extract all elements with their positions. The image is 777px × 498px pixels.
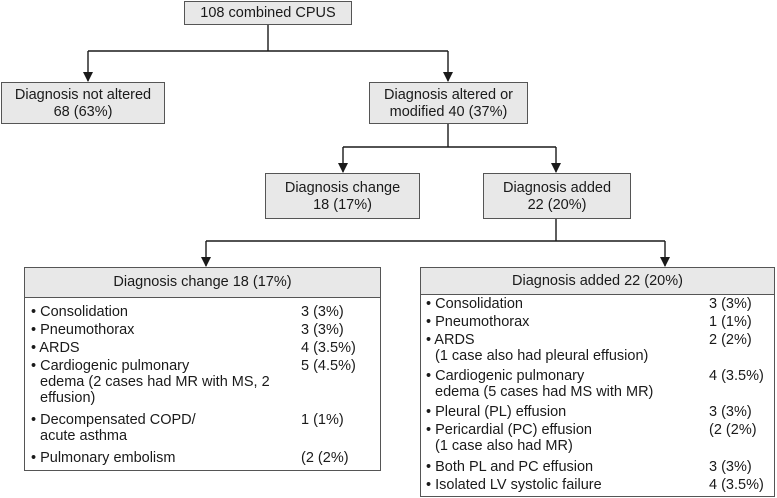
list-item: • Pneumothorax <box>426 314 530 330</box>
panel-diagnosis-change: Diagnosis change 18 (17%) • Consolidatio… <box>24 267 381 471</box>
item-value: (2 (2%) <box>301 450 349 466</box>
list-item: • Consolidation <box>426 296 523 312</box>
node-root: 108 combined CPUS <box>184 1 352 25</box>
list-item: • Pneumothorax <box>31 322 135 338</box>
item-value: 4 (3.5%) <box>301 340 356 356</box>
list-item: • Cardiogenic pulmonary edema (5 cases h… <box>426 368 654 400</box>
item-value: 1 (1%) <box>709 314 752 330</box>
list-item: • Pleural (PL) effusion <box>426 404 567 420</box>
list-item: • ARDS (1 case also had pleural effusion… <box>426 332 649 364</box>
node-added-line1: Diagnosis added <box>502 180 612 196</box>
item-value: 3 (3%) <box>301 322 344 338</box>
list-item: • Pulmonary embolism <box>31 450 176 466</box>
list-item: • Isolated LV systolic failure <box>426 477 602 493</box>
node-change-line1: Diagnosis change <box>284 180 401 196</box>
list-item: • Consolidation <box>31 304 128 320</box>
list-item: • Cardiogenic pulmonary edema (2 cases h… <box>31 358 270 406</box>
list-item: • Pericardial (PC) effusion (1 case also… <box>426 422 592 454</box>
list-item: • ARDS <box>31 340 80 356</box>
node-altered-line1: Diagnosis altered or <box>384 87 513 103</box>
item-value: 4 (3.5%) <box>709 477 764 493</box>
node-altered-line2: modified 40 (37%) <box>389 104 508 120</box>
list-item: • Decompensated COPD/ acute asthma <box>31 412 196 444</box>
node-altered: Diagnosis altered or modified 40 (37%) <box>369 82 528 124</box>
node-added: Diagnosis added 22 (20%) <box>483 173 631 219</box>
node-not-altered-line1: Diagnosis not altered <box>14 87 152 103</box>
panel-diagnosis-added-title: Diagnosis added 22 (20%) <box>421 268 774 295</box>
node-added-line2: 22 (20%) <box>527 197 587 213</box>
node-not-altered: Diagnosis not altered 68 (63%) <box>1 82 165 124</box>
node-change-line2: 18 (17%) <box>313 197 372 213</box>
item-value: 3 (3%) <box>709 459 752 475</box>
item-value: 3 (3%) <box>709 296 752 312</box>
item-value: 3 (3%) <box>709 404 752 420</box>
item-value: 1 (1%) <box>301 412 344 428</box>
panel-diagnosis-added: Diagnosis added 22 (20%) • Consolidation… <box>420 267 775 497</box>
item-value: (2 (2%) <box>709 422 757 438</box>
item-value: 4 (3.5%) <box>709 368 764 384</box>
node-not-altered-line2: 68 (63%) <box>53 104 113 120</box>
panel-diagnosis-change-title: Diagnosis change 18 (17%) <box>25 268 380 298</box>
item-value: 2 (2%) <box>709 332 752 348</box>
list-item: • Both PL and PC effusion <box>426 459 594 475</box>
item-value: 3 (3%) <box>301 304 344 320</box>
node-root-label: 108 combined CPUS <box>200 5 336 21</box>
item-value: 5 (4.5%) <box>301 358 356 374</box>
node-change: Diagnosis change 18 (17%) <box>265 173 420 219</box>
